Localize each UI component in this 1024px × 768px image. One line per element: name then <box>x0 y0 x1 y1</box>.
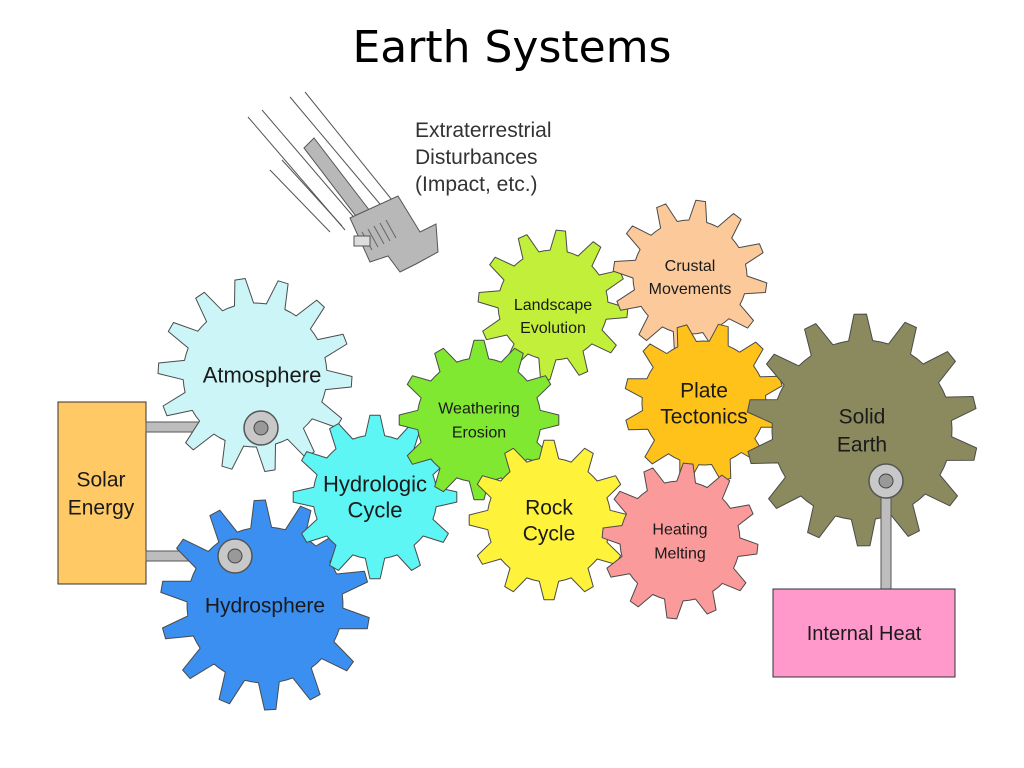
internal-heat-box: Internal Heat <box>772 588 956 678</box>
motion-line <box>269 169 331 233</box>
wrench-nut <box>353 235 371 247</box>
gear-atmosphere-label: Atmosphere <box>203 363 322 388</box>
wrench-thread <box>367 228 379 248</box>
wrench-thread <box>385 219 397 239</box>
wrench-handle <box>303 137 374 225</box>
gear-crustal-movements-shape <box>612 199 768 355</box>
hydrosphere-pivot <box>217 538 253 574</box>
internal-heat-label: Internal Heat <box>807 623 922 645</box>
gear-hydrosphere: Hydrosphere <box>160 499 370 711</box>
solid-earth-pivot <box>868 463 904 499</box>
motion-line <box>304 91 393 201</box>
gear-landscape-evolution-shape <box>477 229 629 381</box>
gear-atmosphere-shape <box>157 278 353 472</box>
gear-rock-cycle-shape <box>468 439 630 601</box>
motion-line <box>281 159 343 227</box>
solar-energy-rect <box>57 401 147 585</box>
motion-line <box>261 109 359 223</box>
gear-heating-melting-shape <box>601 462 759 620</box>
internal-heat-rect <box>772 588 956 678</box>
gear-solid-earth-shape <box>746 313 978 547</box>
page-title: Earth Systems <box>352 22 672 73</box>
gear-plate-tectonics-shape <box>624 323 784 483</box>
motion-line <box>289 96 386 211</box>
gear-atmosphere: Atmosphere <box>157 278 353 472</box>
wrench-thread <box>373 225 385 245</box>
wrench-icon <box>247 91 439 273</box>
atmosphere-pivot <box>243 410 279 446</box>
wrench-thread <box>379 222 391 242</box>
gear-hydrosphere-shape <box>160 499 370 711</box>
gear-hydrosphere-label: Hydrosphere <box>205 594 325 617</box>
